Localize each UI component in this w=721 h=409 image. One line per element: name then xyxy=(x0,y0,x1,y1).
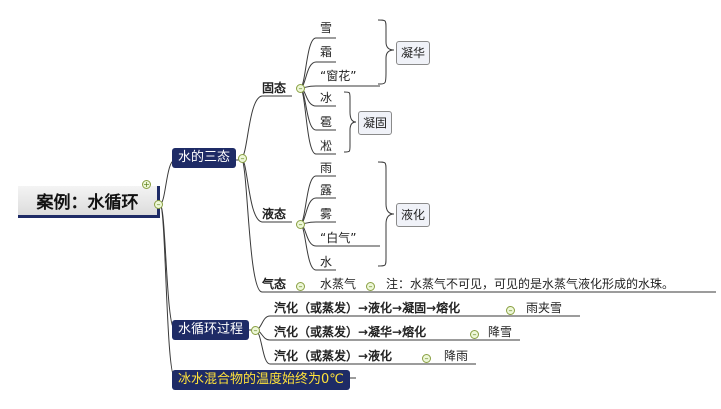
gas-state-label[interactable]: 气态 xyxy=(262,277,287,291)
solid-item-rime[interactable]: 凇 xyxy=(320,139,333,153)
solid-item-ice[interactable]: 冰 xyxy=(320,91,333,105)
liquid-item-dew[interactable]: 露 xyxy=(320,183,333,197)
liquid-item-white-vapor[interactable]: “白气” xyxy=(320,231,357,245)
gas-note[interactable]: 注：水蒸气不可见，可见的是水蒸气液化形成的水珠。 xyxy=(386,277,675,291)
group-liquefaction[interactable]: 液化 xyxy=(396,203,431,227)
process-result-sleet[interactable]: 雨夹雪 xyxy=(526,301,563,315)
branch-cycle-process[interactable]: 水循环过程 xyxy=(172,320,250,340)
solid-item-snow[interactable]: 雪 xyxy=(320,21,333,35)
branch-cycle-process-label: 水循环过程 xyxy=(178,322,244,337)
root-collapse-icon[interactable]: – xyxy=(154,200,163,209)
gas-item-vapor[interactable]: 水蒸气 xyxy=(320,277,357,291)
solid-collapse-icon[interactable]: – xyxy=(296,84,305,93)
process-sleet-collapse-icon[interactable]: – xyxy=(506,306,515,315)
process-result-snowfall[interactable]: 降雪 xyxy=(488,325,513,339)
process-chain-sleet[interactable]: 汽化（或蒸发）→液化→凝固→熔化 xyxy=(274,301,461,315)
vapor-collapse-icon[interactable]: – xyxy=(366,282,375,291)
liquid-collapse-icon[interactable]: – xyxy=(296,220,305,229)
liquid-item-water[interactable]: 水 xyxy=(320,255,333,269)
solid-item-window-frost[interactable]: “窗花” xyxy=(320,69,357,83)
branch-three-states-label: 水的三态 xyxy=(178,150,231,165)
process-result-rainfall[interactable]: 降雨 xyxy=(444,349,469,363)
group-deposition[interactable]: 凝华 xyxy=(396,41,431,65)
process-chain-rainfall[interactable]: 汽化（或蒸发）→液化 xyxy=(274,349,393,363)
gas-collapse-icon[interactable]: – xyxy=(296,282,305,291)
group-freezing[interactable]: 凝固 xyxy=(358,111,393,135)
solid-item-hail[interactable]: 雹 xyxy=(320,115,333,129)
branch-ice-water-label: 冰水混合物的温度始终为0℃ xyxy=(178,372,344,387)
root-label: 案例：水循环 xyxy=(36,193,139,213)
solid-state-label[interactable]: 固态 xyxy=(262,81,287,95)
cycle-collapse-icon[interactable]: – xyxy=(251,326,260,335)
root-node[interactable]: 案例：水循环 xyxy=(18,186,160,218)
branch-three-states[interactable]: 水的三态 xyxy=(172,148,237,168)
root-expand-icon[interactable]: + xyxy=(142,180,151,189)
liquid-state-label[interactable]: 液态 xyxy=(262,207,287,221)
three-states-collapse-icon[interactable]: – xyxy=(238,154,247,163)
solid-item-frost[interactable]: 霜 xyxy=(320,45,333,59)
branch-ice-water[interactable]: 冰水混合物的温度始终为0℃ xyxy=(172,370,350,390)
process-snowfall-collapse-icon[interactable]: – xyxy=(470,330,479,339)
process-chain-snowfall[interactable]: 汽化（或蒸发）→凝华→熔化 xyxy=(274,325,427,339)
liquid-item-fog[interactable]: 雾 xyxy=(320,207,333,221)
process-rainfall-collapse-icon[interactable]: – xyxy=(422,354,431,363)
liquid-item-rain[interactable]: 雨 xyxy=(320,161,333,175)
